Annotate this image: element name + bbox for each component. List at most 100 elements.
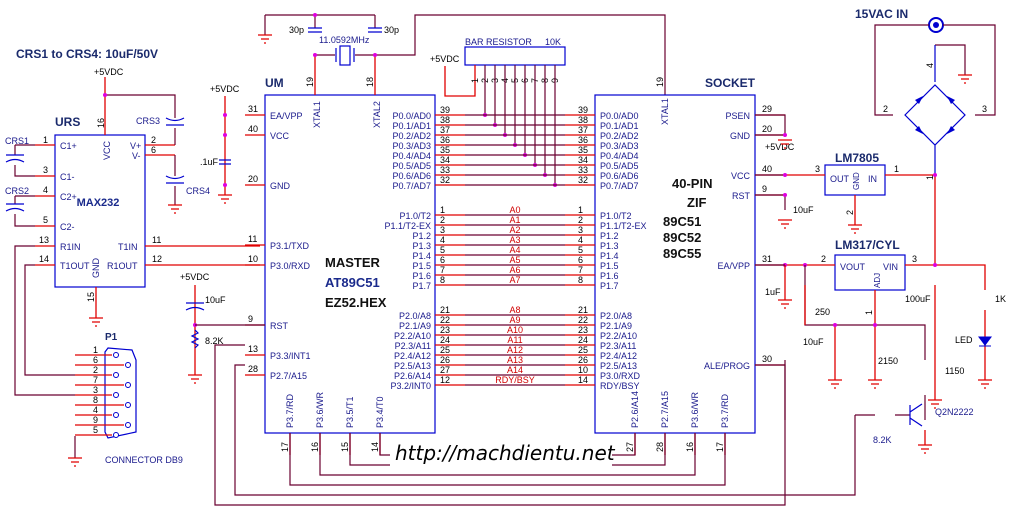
supply-label: +5VDC — [430, 54, 460, 64]
supply-label: +5VDC — [765, 142, 795, 152]
zif-socket: SOCKET 40-PIN ZIF 89C51 89C52 89C55 19 X… — [565, 76, 785, 455]
pin-name: GND — [730, 131, 751, 141]
pin-name: P2.4/A12 — [600, 351, 637, 361]
pin-num: 2 — [578, 215, 583, 225]
pin-name: P2.2/A10 — [600, 331, 637, 341]
pin-num: 15 — [340, 442, 350, 452]
pin-name: OUT — [830, 174, 850, 184]
pin-name: GND — [270, 181, 291, 191]
pin-name: P3.7/RD — [285, 393, 295, 428]
cap-value: 30p — [384, 25, 399, 35]
pin-num: 27 — [625, 442, 635, 452]
pin-num: 11 — [248, 234, 257, 244]
pin-num: 14 — [578, 375, 588, 385]
pin-num: 1 — [43, 135, 48, 145]
socket-body — [594, 94, 756, 434]
net-label: A0 — [509, 205, 520, 215]
pin-name: P3.3/INT1 — [270, 351, 311, 361]
pin-num: 7 — [440, 265, 445, 275]
pin-num: 16 — [310, 442, 320, 452]
socket-part: 89C51 — [663, 214, 701, 229]
net-label: A10 — [507, 325, 523, 335]
pin-num: 39 — [578, 105, 588, 115]
pin-num: 3 — [93, 385, 98, 395]
ground-icon — [89, 317, 103, 327]
pin-name: P2.2/A10 — [394, 331, 431, 341]
pin-name: P2.3/A11 — [395, 341, 431, 351]
ground-icon — [928, 399, 942, 409]
pin-num: 26 — [440, 355, 450, 365]
pin-name: P1.0/T2 — [399, 211, 431, 221]
pin-num: 3 — [440, 225, 445, 235]
pin-num: 21 — [578, 305, 588, 315]
socket-title: 40-PIN — [672, 176, 712, 191]
pin-name: P2.1/A9 — [399, 321, 431, 331]
db9-pin-icon — [113, 412, 119, 418]
pin-num: 6 — [93, 355, 98, 365]
cap-value: 30p — [289, 25, 304, 35]
pin-num: 6 — [578, 255, 583, 265]
pin-name: T1OUT — [60, 261, 90, 271]
pin-num: 39 — [440, 105, 450, 115]
net-label: A8 — [509, 305, 520, 315]
pin-num: 14 — [39, 254, 49, 264]
pin-name: P0.0/AD0 — [600, 111, 639, 121]
pin-name: EA/VPP — [270, 111, 303, 121]
pin-num: 30 — [762, 354, 772, 364]
pin-name: C2- — [60, 222, 75, 232]
cap-value: 10uF — [205, 295, 226, 305]
max232-part: MAX232 — [77, 197, 120, 209]
pin-name: P0.1/AD1 — [600, 121, 639, 131]
pin-num: 1 — [440, 205, 445, 215]
pin-name: V+ — [130, 141, 141, 151]
cap-value: 100uF — [905, 294, 931, 304]
ground-icon — [218, 194, 232, 204]
pin-num: 36 — [440, 135, 450, 145]
pin-name: XTAL1 — [312, 101, 322, 128]
pin-name: ADJ — [873, 273, 882, 288]
db9-label: CONNECTOR DB9 — [105, 455, 183, 465]
pin-num: 1 — [470, 78, 480, 83]
pin-num: 14 — [370, 442, 380, 452]
pin-name: VIN — [883, 262, 898, 272]
db9-pin-icon — [113, 372, 119, 378]
socket-part: 89C52 — [663, 230, 701, 245]
pin-name: P1.3 — [412, 241, 431, 251]
master-mcu: UM MASTER AT89C51 EZ52.HEX 31EA/VPP40VCC… — [180, 55, 465, 455]
ground-icon — [778, 139, 792, 149]
pin-name: P0.4/AD4 — [392, 151, 431, 161]
pin-num: 9 — [762, 184, 767, 194]
pin-num: 35 — [440, 145, 450, 155]
pin-num: 15 — [86, 292, 96, 302]
pin-name: ALE/PROG — [704, 361, 750, 371]
socket-title: ZIF — [687, 195, 707, 210]
caps-note: CRS1 to CRS4: 10uF/50V — [16, 47, 158, 61]
pin-num: 35 — [578, 145, 588, 155]
pin-num: 34 — [578, 155, 588, 165]
pin-num: 4 — [43, 185, 48, 195]
res-value: 250 — [815, 307, 830, 317]
pin-num: 23 — [440, 325, 450, 335]
pin-num: 3 — [578, 225, 583, 235]
pin-name: P2.6/A14 — [394, 371, 431, 381]
pin-name: P2.3/A11 — [600, 341, 636, 351]
pin-num: 23 — [578, 325, 588, 335]
pin-num: 32 — [440, 175, 450, 185]
crystal-freq: 11.0592MHz — [319, 35, 370, 45]
pin-num: 13 — [248, 344, 258, 354]
pin-name: P2.1/A9 — [600, 321, 632, 331]
pin-num: 22 — [578, 315, 588, 325]
supply-label: +5VDC — [94, 67, 124, 77]
pin-name: R1OUT — [107, 261, 138, 271]
ground-icon — [778, 299, 792, 309]
net-label: A5 — [509, 255, 520, 265]
pin-num: 17 — [715, 442, 725, 452]
ground-icon — [258, 34, 272, 44]
pin-name: P1.1/T2-EX — [600, 221, 647, 231]
master-title: MASTER — [325, 255, 381, 270]
pin-num: 29 — [762, 104, 772, 114]
pin-num: 6 — [440, 255, 445, 265]
res-value: 8.2K — [873, 435, 892, 445]
